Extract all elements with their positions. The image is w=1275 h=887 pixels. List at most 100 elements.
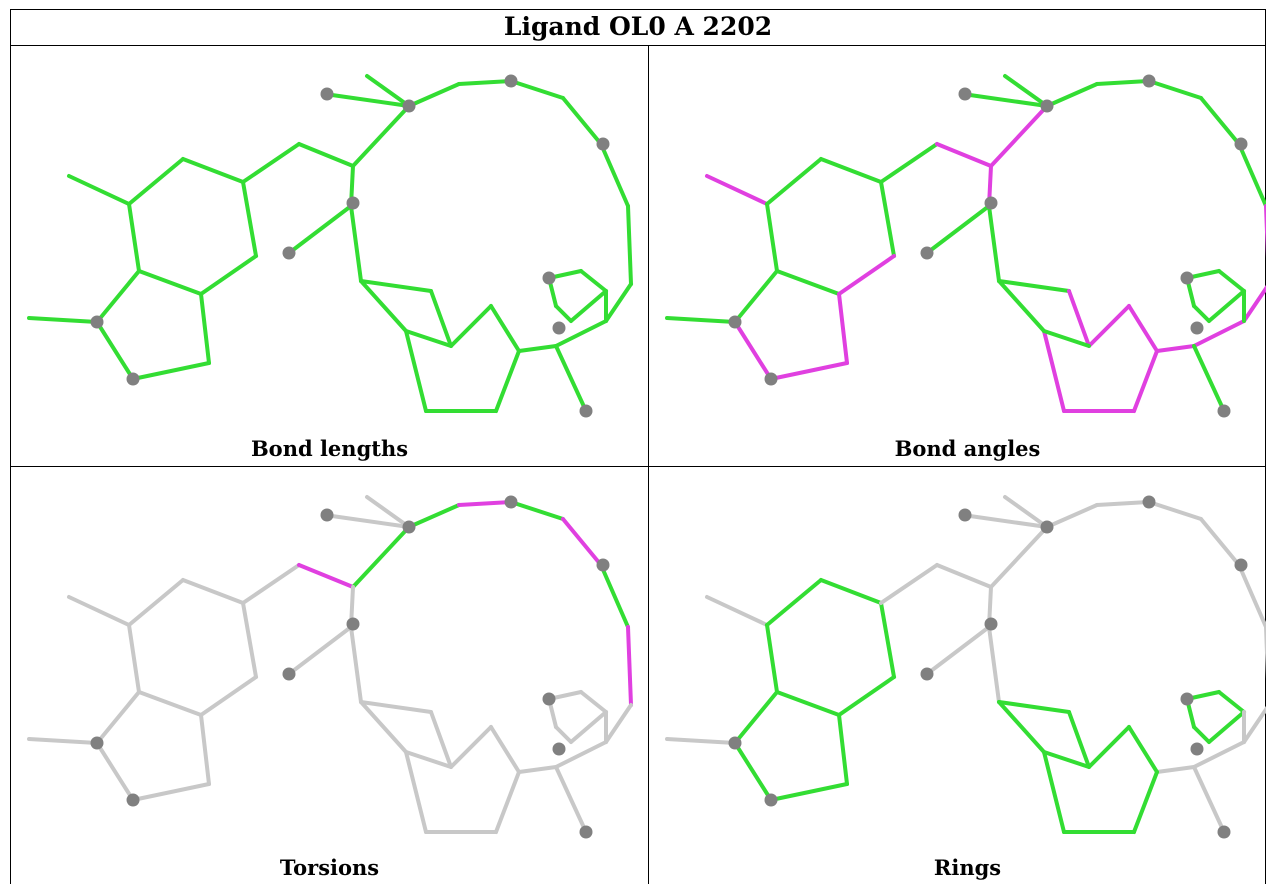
bond	[705, 595, 769, 627]
bond	[1192, 765, 1226, 834]
bond	[997, 700, 1046, 754]
atom-marker	[1142, 495, 1156, 509]
bond	[1045, 82, 1099, 108]
bond	[509, 79, 565, 100]
atom-marker	[764, 793, 778, 807]
bond	[1155, 765, 1196, 774]
atom-marker	[1190, 321, 1204, 335]
bond	[95, 269, 141, 324]
bond	[819, 578, 883, 605]
table-title: Ligand OL0 A 2202	[503, 12, 773, 41]
bond	[1127, 725, 1159, 774]
bond	[67, 595, 131, 627]
bond	[1147, 500, 1203, 521]
bond	[27, 316, 99, 324]
bond	[561, 517, 603, 567]
bond	[925, 625, 991, 676]
molecule-depiction	[27, 74, 633, 418]
bond	[1042, 329, 1066, 413]
bond	[404, 329, 428, 413]
atom-marker	[1234, 558, 1248, 572]
bond	[1237, 563, 1266, 629]
bond	[554, 344, 588, 413]
bond	[181, 578, 245, 605]
bond	[137, 269, 203, 296]
bond	[733, 320, 773, 381]
bond	[509, 500, 565, 521]
bond	[131, 782, 211, 802]
bond	[359, 279, 408, 333]
bond	[1155, 344, 1196, 353]
bond	[404, 750, 428, 834]
bond	[127, 578, 185, 627]
bond	[297, 563, 355, 589]
bond	[365, 74, 411, 108]
bond	[997, 700, 1071, 714]
atom-marker	[1040, 520, 1054, 534]
bond	[95, 741, 135, 802]
bond	[323, 513, 411, 529]
bond	[1132, 770, 1159, 834]
atom-marker	[579, 825, 593, 839]
atom-marker	[920, 246, 934, 260]
bond	[351, 525, 411, 589]
atom-marker	[728, 315, 742, 329]
bond	[961, 513, 1049, 529]
bond	[241, 601, 258, 679]
bond	[819, 157, 883, 184]
bond	[181, 157, 245, 184]
panel-caption: Torsions	[279, 855, 380, 880]
bond	[349, 204, 363, 283]
bond	[665, 316, 737, 324]
bond	[404, 329, 453, 348]
bond	[554, 765, 588, 834]
bond	[733, 269, 779, 324]
bond	[1192, 304, 1211, 323]
bond	[1095, 500, 1151, 507]
atom-marker	[1234, 137, 1248, 151]
atom-marker	[1217, 825, 1231, 839]
bond	[561, 96, 603, 146]
atom-marker	[579, 404, 593, 418]
bond	[775, 690, 841, 717]
bond	[579, 690, 608, 714]
bond	[407, 503, 461, 529]
bond	[494, 349, 521, 413]
atom-marker	[90, 315, 104, 329]
bond	[765, 157, 823, 206]
panel-caption: Bond angles	[894, 436, 1041, 461]
bond	[517, 765, 558, 774]
bond	[131, 361, 211, 381]
bond	[879, 180, 896, 258]
molecule-depiction	[665, 495, 1266, 839]
bond	[199, 713, 211, 786]
bond	[67, 174, 131, 206]
atom-marker	[542, 271, 556, 285]
bond	[987, 625, 1001, 704]
bond	[429, 710, 453, 769]
bond	[1127, 304, 1159, 353]
bond	[1217, 269, 1246, 293]
bond	[449, 725, 493, 769]
atom-marker	[346, 196, 360, 210]
bond	[95, 690, 141, 745]
bond	[599, 563, 630, 629]
molecule-depiction	[665, 74, 1266, 418]
bond	[241, 180, 258, 258]
bond	[997, 279, 1071, 293]
bond	[359, 700, 433, 714]
bond	[935, 563, 993, 589]
atom-marker	[728, 736, 742, 750]
bond	[626, 625, 633, 707]
bond	[1199, 96, 1241, 146]
bond	[554, 740, 608, 769]
molecule-depiction	[27, 495, 633, 839]
bond	[879, 563, 939, 605]
bond	[1132, 349, 1159, 413]
title-divider	[10, 45, 1266, 46]
bond	[765, 578, 823, 627]
bond	[1042, 329, 1091, 348]
bond	[365, 495, 411, 529]
bond	[1242, 705, 1266, 744]
bond	[429, 289, 453, 348]
